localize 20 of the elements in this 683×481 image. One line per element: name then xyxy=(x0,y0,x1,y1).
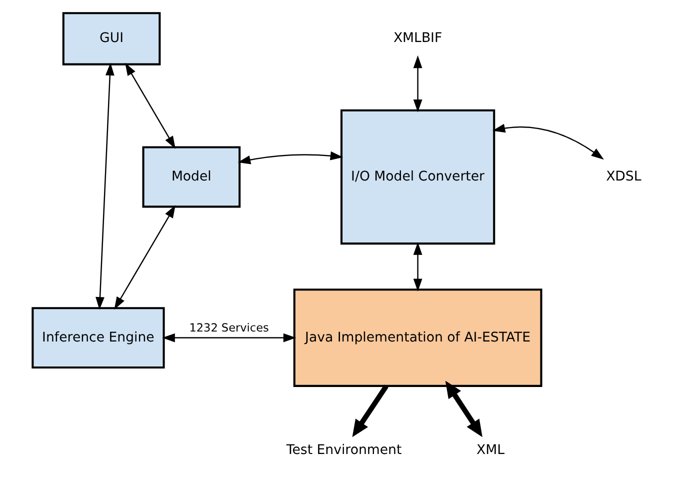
arrow xyxy=(237,150,343,164)
node-box: Model xyxy=(142,146,240,208)
node-text: XML xyxy=(476,442,504,458)
edge-label: 1232 Services xyxy=(188,320,268,334)
arrow xyxy=(352,384,388,437)
node-box: Inference Engine xyxy=(31,306,164,368)
arrow xyxy=(412,54,422,112)
arrow xyxy=(95,62,114,310)
arrow xyxy=(162,332,296,342)
arrow xyxy=(124,62,176,148)
arrow xyxy=(412,242,422,292)
arrow xyxy=(114,204,175,310)
node-box: Java Implementation of AI-ESTATE xyxy=(292,288,542,386)
node-text: XMLBIF xyxy=(392,30,442,46)
arrow xyxy=(492,123,604,160)
node-box: I/O Model Converter xyxy=(340,108,495,244)
node-text: Test Environment xyxy=(286,442,402,458)
arrow xyxy=(444,380,482,437)
node-box: GUI xyxy=(62,12,160,65)
node-text: XDSL xyxy=(606,168,641,184)
